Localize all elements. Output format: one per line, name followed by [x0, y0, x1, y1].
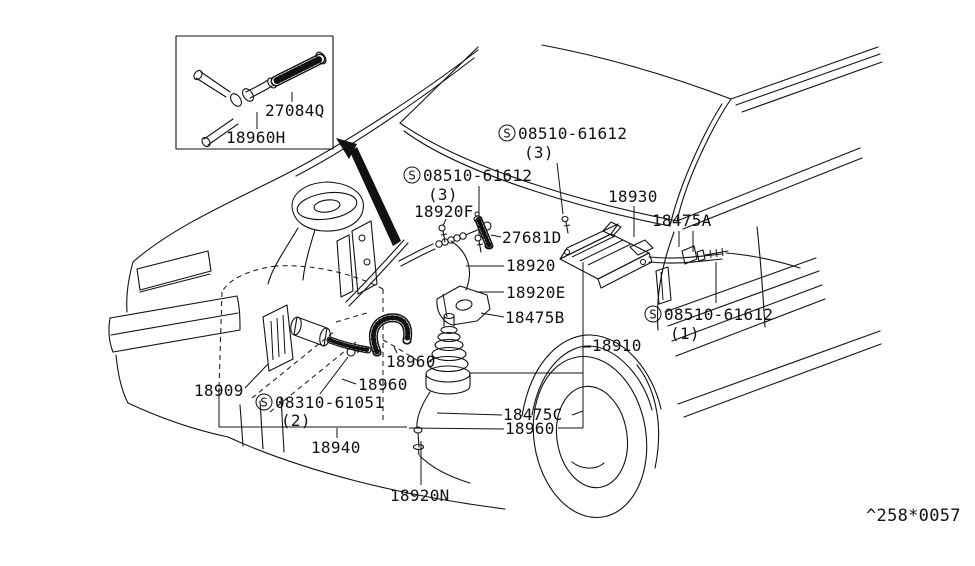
actuator-bracket-18475b [436, 285, 491, 326]
detail-arrow [336, 138, 401, 246]
callout-labels: S 08510-61612 (3) S 08510-61612 (3) 1892… [194, 124, 773, 505]
speedo-bolt-18920n [412, 391, 471, 484]
callout-18910[interactable]: 18910 [592, 336, 642, 355]
callout-screw-top[interactable]: S 08510-61612 (3) [498, 124, 627, 162]
check-valve-27681d [473, 211, 494, 250]
part-qty: (3) [428, 185, 458, 204]
part-qty: (1) [670, 324, 700, 343]
callout-27681d[interactable]: 27681D [502, 228, 562, 247]
callout-screw-left[interactable]: S 08310-61051 (2) [255, 393, 384, 430]
callout-18960-b[interactable]: 18960 [358, 375, 408, 394]
screw-symbol: S [649, 307, 657, 322]
front-wheel [532, 355, 660, 519]
callout-18960-c[interactable]: 18960 [505, 419, 555, 438]
callout-18475c[interactable]: 18475C [503, 405, 563, 424]
inset-label-sleeve[interactable]: 27084Q [265, 101, 325, 120]
callout-18909[interactable]: 18909 [194, 381, 244, 400]
wire-harness [648, 245, 801, 305]
cruise-control-unit [559, 221, 654, 289]
screw-symbol: S [408, 168, 416, 183]
callout-18960-a[interactable]: 18960 [386, 352, 436, 371]
circled-s-icon [498, 124, 516, 142]
mounting-brackets [336, 220, 378, 298]
callout-screw-mid[interactable]: S 08510-61612 (3) [403, 166, 532, 204]
screw-symbol: S [260, 395, 268, 410]
callout-18475a[interactable]: 18475A [652, 211, 712, 230]
screw-glyphs-08510 [438, 215, 571, 253]
hose-screw-08310 [346, 346, 370, 357]
group-box [218, 388, 407, 428]
callout-18940[interactable]: 18940 [311, 438, 361, 457]
footer-part-code: ^258*0057 [866, 506, 961, 526]
callout-18920[interactable]: 18920 [506, 256, 556, 275]
actuator-servo [425, 312, 471, 395]
part-number: 08510-61612 [423, 166, 532, 185]
callout-18920f[interactable]: 18920F [414, 202, 474, 221]
harness-bolt [696, 247, 729, 262]
circled-s-icon [255, 393, 273, 411]
inset-border [175, 35, 334, 150]
inset-label-connector[interactable]: 18960H [226, 128, 286, 147]
inset-hose-drawing [193, 51, 327, 148]
car-body-outline [108, 44, 883, 510]
vacuum-hose-u [369, 313, 413, 357]
pump-assembly [262, 304, 372, 372]
callout-18475b[interactable]: 18475B [505, 308, 565, 327]
inset-detail-box: 27084Q 18960H [175, 35, 334, 150]
part-qty: (2) [281, 411, 311, 430]
circled-s-icon [403, 166, 421, 184]
screw-symbol: S [503, 126, 511, 141]
callout-18920e[interactable]: 18920E [506, 283, 566, 302]
circled-s-icon [644, 305, 662, 323]
harness-strap [655, 266, 672, 305]
part-number: 08310-61051 [275, 393, 384, 412]
throttle-cable [345, 221, 492, 307]
part-qty: (3) [524, 143, 554, 162]
callout-screw-right[interactable]: S 08510-61612 (1) [644, 305, 773, 343]
callout-18920n[interactable]: 18920N [390, 486, 450, 505]
part-number: 08510-61612 [664, 305, 773, 324]
leader-lines [244, 162, 717, 485]
harness-clamp [681, 245, 698, 265]
callout-18930[interactable]: 18930 [608, 187, 658, 206]
part-number: 08510-61612 [518, 124, 627, 143]
dashed-removed-parts-outline [218, 265, 421, 424]
